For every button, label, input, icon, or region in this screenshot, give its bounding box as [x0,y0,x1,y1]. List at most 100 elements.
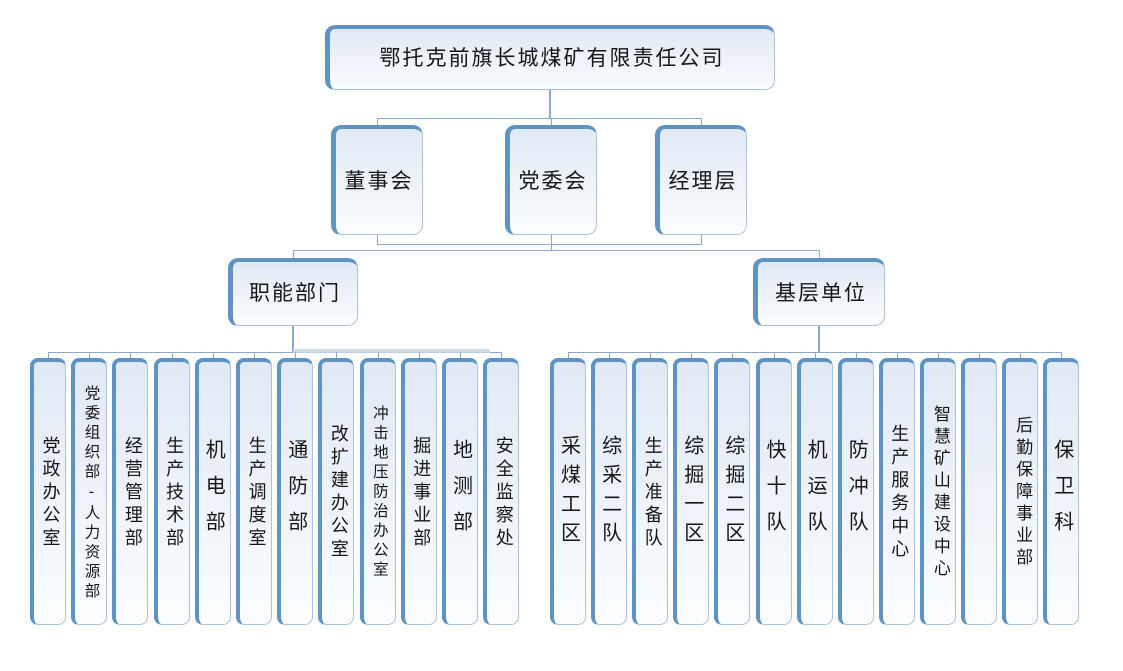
connector-stub [212,352,214,358]
dept-label: 生产调度室 [245,435,267,551]
dept-node: 防冲队 [837,358,874,625]
connector-line [377,118,702,119]
dept-node: 快十队 [755,358,792,625]
dept-label: 机运队 [804,439,829,547]
connector-stub [896,352,898,358]
dept-node: 地测部 [442,358,478,625]
connector-line [377,118,378,125]
dept-node: 机电部 [194,358,231,625]
connector-stub [254,352,255,358]
dept-node: 改扩建办公室 [318,358,355,625]
dept-label: 保卫科 [1050,439,1075,547]
dept-label: 生产准备队 [641,435,663,551]
connector-stub [295,352,297,358]
dept-node: 安全监察处 [483,358,520,625]
dept-node: 掘进事业部 [400,358,437,625]
dept-label: 党委组织部-人力资源部 [82,384,101,602]
dept-node: 经营管理部 [112,358,149,625]
connector-stub [130,352,132,358]
dept-label: 党政办公室 [39,435,61,551]
dept-node: 冲击地压防治办公室 [359,358,396,625]
dept-node: 后勤保障事业部 [1002,358,1039,625]
connector-stub [171,352,173,358]
dept-label: 快十队 [763,439,787,547]
branch-label: 基层单位 [775,280,867,305]
dept-label: 后勤保障事业部 [1012,416,1033,570]
connector-stub [568,352,569,358]
connector-stub [1061,352,1063,358]
branch-label: 职能部门 [249,280,341,305]
connector-stub [89,352,91,358]
dept-node [961,358,997,625]
connector-line [701,118,702,125]
dept-label: 综掘二区 [721,435,746,551]
branch-node-grassroots-units: 基层单位 [753,258,885,326]
dept-node: 机运队 [796,358,833,625]
branch-node-functional-departments: 职能部门 [228,258,358,326]
dept-node: 保卫科 [1043,358,1080,625]
connector-line [293,250,820,251]
governance-label: 经理层 [668,168,738,193]
dept-label: 改扩建办公室 [327,424,349,562]
connector-stub [732,352,734,358]
connector-line [551,235,552,244]
dept-label: 通防部 [284,439,309,547]
dept-node: 综掘一区 [673,358,710,625]
connector-stub [418,352,420,358]
dept-label: 地测部 [449,439,474,547]
dept-label: 生产服务中心 [888,424,910,562]
dept-node: 党委组织部-人力资源部 [71,358,108,625]
dept-label: 机电部 [202,439,227,547]
connector-line [549,90,551,118]
connector-line [292,326,294,352]
connector-stub [48,352,49,358]
dept-label: 综采二队 [598,435,623,551]
connector-line [818,326,820,352]
dept-label: 综掘一区 [680,435,705,551]
connector-stub [773,352,775,358]
connector-stub [814,352,816,358]
dept-node: 通防部 [277,358,314,625]
dept-node: 采煤工区 [550,358,586,625]
dept-label: 冲击地压防治办公室 [370,405,389,581]
root-node: 鄂托克前旗长城煤矿有限责任公司 [325,25,775,90]
dept-node: 综掘二区 [714,358,751,625]
dept-node: 生产技术部 [153,358,190,625]
dept-label: 安全监察处 [492,435,514,551]
governance-node-party-committee: 党委会 [505,125,597,235]
connector-stub [609,352,611,358]
connector-line [551,244,552,251]
connector-stub [937,352,939,358]
dept-node: 党政办公室 [30,358,66,625]
dept-label: 智慧矿山建设中心 [929,405,950,581]
connector-stub [650,352,652,358]
dept-node: 生产准备队 [632,358,669,625]
governance-label: 党委会 [518,168,588,193]
dept-node: 综采二队 [591,358,628,625]
connector-stub [855,352,857,358]
connector-stub [691,352,693,358]
connector-stub [501,352,503,358]
connector-line [293,250,294,258]
dept-node: 智慧矿山建设中心 [919,358,956,625]
dept-node: 生产服务中心 [878,358,915,625]
dept-label: 经营管理部 [121,435,143,551]
connector-stub [377,352,379,358]
connector-line [48,352,502,353]
connector-line [551,118,552,125]
connector-stub [336,352,338,358]
connector-stub [979,352,980,358]
connector-line [377,244,702,245]
dept-label: 掘进事业部 [410,435,432,551]
governance-node-management: 经理层 [655,125,747,235]
dept-node: 生产调度室 [236,358,272,625]
connector-line [377,235,378,244]
connector-line [701,235,702,244]
dept-label: 防冲队 [845,439,870,547]
dept-label: 采煤工区 [557,435,582,551]
governance-label: 董事会 [344,168,414,193]
root-label: 鄂托克前旗长城煤矿有限责任公司 [379,46,725,71]
connector-stub [460,352,461,358]
connector-line [819,250,820,258]
